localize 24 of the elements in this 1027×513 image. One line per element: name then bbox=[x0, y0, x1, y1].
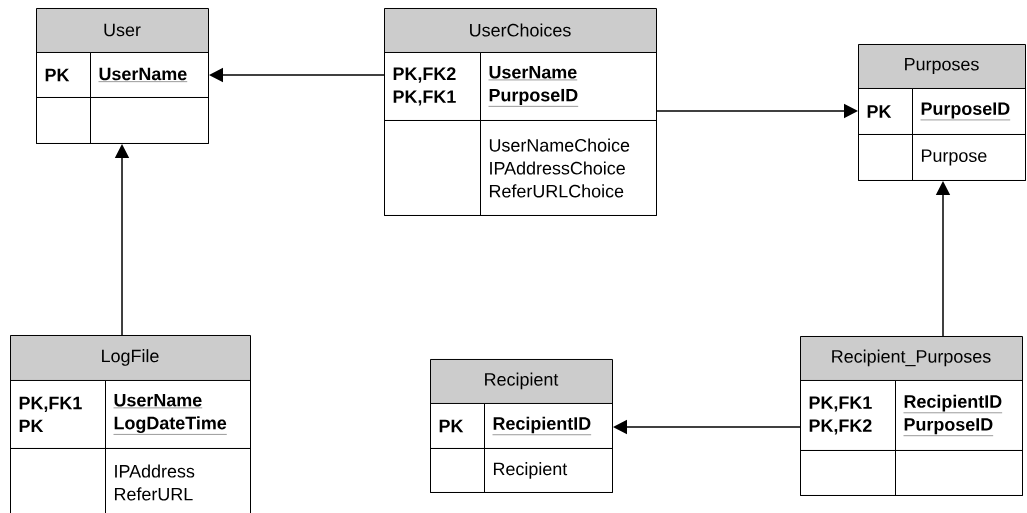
empty-cell bbox=[36, 97, 91, 144]
empty-cell bbox=[10, 448, 106, 513]
key-cell: PK bbox=[36, 52, 91, 98]
key-cell: PK,FK2 PK,FK1 bbox=[384, 52, 481, 121]
empty-cell bbox=[384, 120, 481, 216]
key-cell: PK,FK1 PK,FK2 bbox=[800, 380, 896, 451]
empty-cell bbox=[800, 450, 896, 496]
empty-cell bbox=[858, 134, 913, 181]
empty-cell bbox=[90, 97, 209, 144]
key-cell: PK bbox=[430, 403, 485, 449]
key-cell: PK,FK1 PK bbox=[10, 380, 106, 449]
primary-key-cell: UserName LogDateTime bbox=[105, 380, 251, 449]
primary-key-cell: UserName bbox=[90, 52, 209, 98]
empty-cell bbox=[430, 448, 485, 493]
attribute-cell: Recipient bbox=[484, 448, 613, 493]
attribute-cell: IPAddress ReferURL bbox=[105, 448, 251, 513]
key-cell: PK bbox=[858, 88, 913, 135]
primary-key-cell: UserName PurposeID bbox=[480, 52, 657, 121]
empty-cell bbox=[895, 450, 1023, 496]
primary-key-cell: PurposeID bbox=[912, 88, 1026, 135]
attribute-cell: Purpose bbox=[912, 134, 1026, 181]
primary-key-cell: RecipientID PurposeID bbox=[895, 380, 1023, 451]
primary-key-cell: RecipientID bbox=[484, 403, 613, 449]
attribute-cell: UserNameChoice IPAddressChoice ReferURLChoice bbox=[480, 120, 657, 216]
